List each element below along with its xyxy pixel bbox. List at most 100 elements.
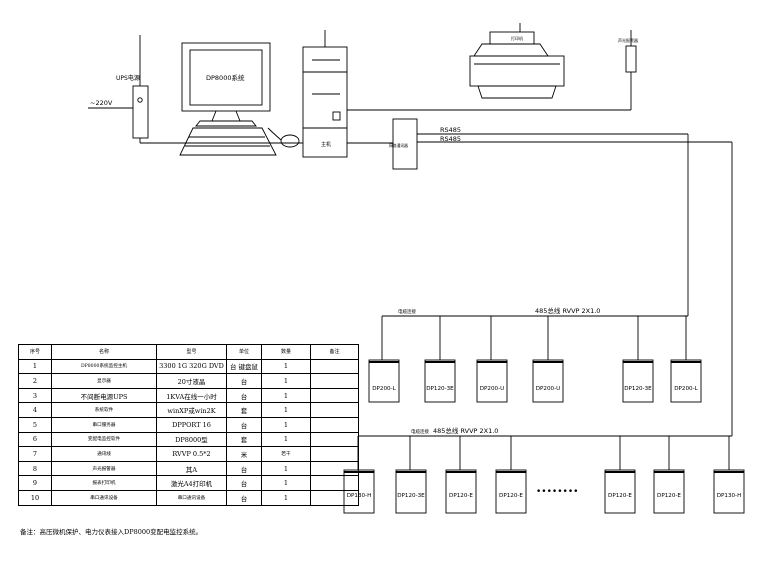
device-label: DP120-E <box>608 493 632 499</box>
cell: 1 <box>18 358 52 375</box>
cell: 7 <box>18 446 52 462</box>
cell <box>310 431 359 448</box>
device-box <box>604 469 636 514</box>
header-name: 名称 <box>51 344 157 360</box>
device-box <box>395 469 427 514</box>
mouse-icon <box>267 127 300 148</box>
device-box <box>476 359 508 403</box>
table-row: 3 不间断电源UPS 1KVA在线一小时 台 1 <box>18 387 359 404</box>
device-label: DP200-L <box>372 386 396 392</box>
bus1-label: 485总线 RVVP 2X1.0 <box>535 306 600 315</box>
cell <box>310 475 359 491</box>
cell: 套 <box>226 402 262 418</box>
device-box <box>424 359 456 403</box>
cell: 20寸液晶 <box>156 373 227 389</box>
cell: 串口通讯设备 <box>156 489 227 506</box>
cell: 3 <box>18 387 52 404</box>
bus1-left-label: 电缆连接 <box>398 308 416 315</box>
bus2-label: 485总线 RVVP 2X1.0 <box>433 426 498 435</box>
device-box <box>670 359 702 403</box>
device-box <box>713 469 745 514</box>
header-remark: 备注 <box>310 344 359 360</box>
cell: 若干 <box>261 446 311 462</box>
cell: RVVP 0.5*2 <box>156 446 227 462</box>
host-tower <box>302 30 348 158</box>
equipment-table: 序号 名称 型号 单位 数量 备注 1 DP8000系统监控主机 3300 1G… <box>18 344 359 506</box>
device-label: DP120-E <box>499 493 523 499</box>
ups-label: UPS电源 <box>116 74 140 82</box>
device-label: DP130-H <box>717 493 742 499</box>
device-label: DP200-U <box>536 386 560 392</box>
device-box <box>622 359 654 403</box>
cell <box>310 460 359 477</box>
cell: 台 <box>226 475 262 491</box>
header-model: 型号 <box>156 344 227 360</box>
device-label: DP120-3E <box>426 386 454 392</box>
cell: 4 <box>18 402 52 418</box>
cell: 声光报警器 <box>51 460 157 477</box>
device-box <box>653 469 685 514</box>
cell: 台 <box>226 373 262 389</box>
cell: 1 <box>261 475 311 491</box>
cell: 显示器 <box>51 373 157 389</box>
cell <box>310 402 359 418</box>
printer-icon <box>469 23 565 99</box>
cell: 3300 1G 320G DVD <box>156 358 227 375</box>
cell: 套 <box>226 431 262 448</box>
cell: 1 <box>261 358 311 375</box>
cell: DP8000系统监控主机 <box>51 358 157 375</box>
table-row: 6 变配电监控软件 DP8000型 套 1 <box>18 431 359 448</box>
mains-label: ~220V <box>90 99 113 107</box>
converter-label: 网络通讯器 <box>389 143 408 148</box>
table-row: 10 串口通讯设备 串口通讯设备 台 1 <box>18 489 359 506</box>
cell: 台 <box>226 416 262 433</box>
network-converter <box>392 118 418 170</box>
cell: 6 <box>18 431 52 448</box>
cell: DPPORT 16 <box>156 416 227 433</box>
cell: 其A <box>156 460 227 477</box>
device-label: DP120-E <box>449 493 473 499</box>
table-row: 2 显示器 20寸液晶 台 1 <box>18 373 359 389</box>
cell <box>310 416 359 433</box>
table-row: 5 串口服务器 DPPORT 16 台 1 <box>18 416 359 433</box>
cell <box>310 446 359 462</box>
cell: 9 <box>18 475 52 491</box>
cell <box>310 373 359 389</box>
monitor-label: DP8000系统 <box>206 73 245 82</box>
header-qty: 数量 <box>261 344 311 360</box>
cell: 1 <box>261 402 311 418</box>
printer-text: 打印机 <box>511 35 523 41</box>
alarm-device <box>625 45 637 73</box>
device-box <box>532 359 564 403</box>
header-unit: 单位 <box>226 344 262 360</box>
cell: 串口通讯设备 <box>51 489 157 506</box>
table-row: 7 通讯线 RVVP 0.5*2 米 若干 <box>18 446 359 462</box>
cell: 变配电监控软件 <box>51 431 157 448</box>
device-label: DP120-E <box>657 493 681 499</box>
table-row: 9 报表打印机 激光A4打印机 台 1 <box>18 475 359 491</box>
cell <box>310 358 359 375</box>
cell: 1 <box>261 489 311 506</box>
monitor-icon <box>181 42 271 127</box>
cell: 1 <box>261 416 311 433</box>
table-header-row: 序号 名称 型号 单位 数量 备注 <box>18 344 359 360</box>
cell: DP8000型 <box>156 431 227 448</box>
cell: 10 <box>18 489 52 506</box>
device-box <box>495 469 527 514</box>
cell: 2 <box>18 373 52 389</box>
cell: 系统软件 <box>51 402 157 418</box>
device-box <box>445 469 477 514</box>
device-box <box>368 359 400 403</box>
cell: 1 <box>261 431 311 448</box>
cell: 1KVA在线一小时 <box>156 387 227 404</box>
cell: 5 <box>18 416 52 433</box>
rs485-label-1: RS485 <box>440 126 461 134</box>
device-label: DP130-H <box>347 493 372 499</box>
cell: 不间断电源UPS <box>51 387 157 404</box>
cell: 通讯线 <box>51 446 157 462</box>
cell: 1 <box>261 460 311 477</box>
cell <box>310 489 359 506</box>
ellipsis-dots: •••••••• <box>536 487 578 497</box>
cell: 激光A4打印机 <box>156 475 227 491</box>
table-row: 1 DP8000系统监控主机 3300 1G 320G DVD 台 键盘鼠 1 <box>18 358 359 375</box>
